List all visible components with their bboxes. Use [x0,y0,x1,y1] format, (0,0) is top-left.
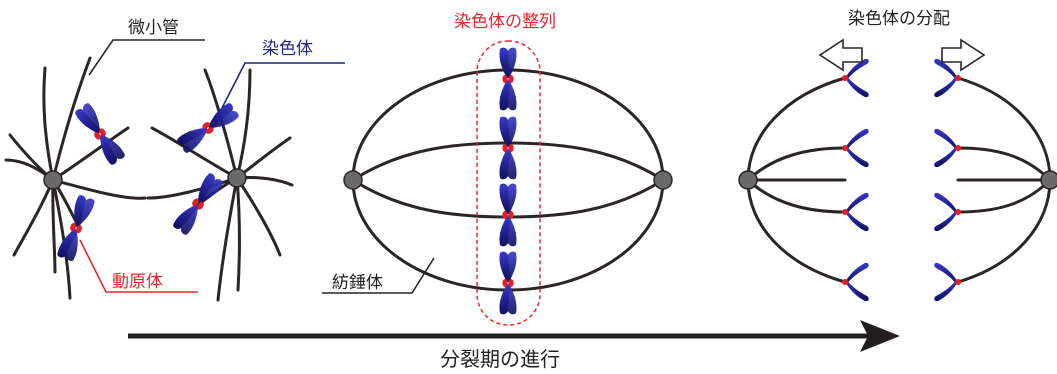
chromatid-icon [842,128,869,168]
microtubule-leader [88,39,205,76]
chromosome-leader [221,62,345,109]
label-distribution: 染色体の分配 [848,9,950,29]
chromosome-icon [499,47,517,111]
hollow-arrow-right-icon [941,38,986,72]
kinetochore-leader [79,239,198,293]
chromatid-icon [842,262,869,302]
chromatid-icon [934,193,961,231]
hollow-arrow-left-icon [818,38,863,72]
centrosome-icon [43,170,63,190]
stage-metaphase [343,40,673,326]
centrosome-icon [343,170,363,190]
alignment-highlight [476,40,541,326]
spindle-leader [322,257,435,294]
progress-arrow-icon [860,320,900,352]
chromatid-icon [934,263,961,301]
chromatid-icon [842,58,869,98]
chromatid-icon [842,192,869,232]
label-kinetochore: 動原体 [112,272,163,292]
label-spindle: 紡錘体 [332,273,383,293]
centrosome-icon [227,168,247,188]
chromosome-icon [499,116,517,180]
microtubule-line [51,56,92,182]
label-alignment: 染色体の整列 [454,12,556,32]
centrosome-icon [653,170,673,190]
chromatid-icon [934,129,961,167]
chromosome-icon [175,101,241,155]
chromosome-icon [499,183,517,247]
label-progress: 分裂期の進行 [440,347,560,371]
chromosome-icon [499,251,517,315]
label-microtubule: 微小管 [128,18,179,38]
stage-anaphase [738,38,1057,302]
centrosome-icon [1040,170,1057,190]
label-chromosome: 染色体 [262,39,313,59]
chromatid-icon [934,59,961,97]
centrosome-icon [738,170,758,190]
stage-prometaphase [4,56,294,302]
